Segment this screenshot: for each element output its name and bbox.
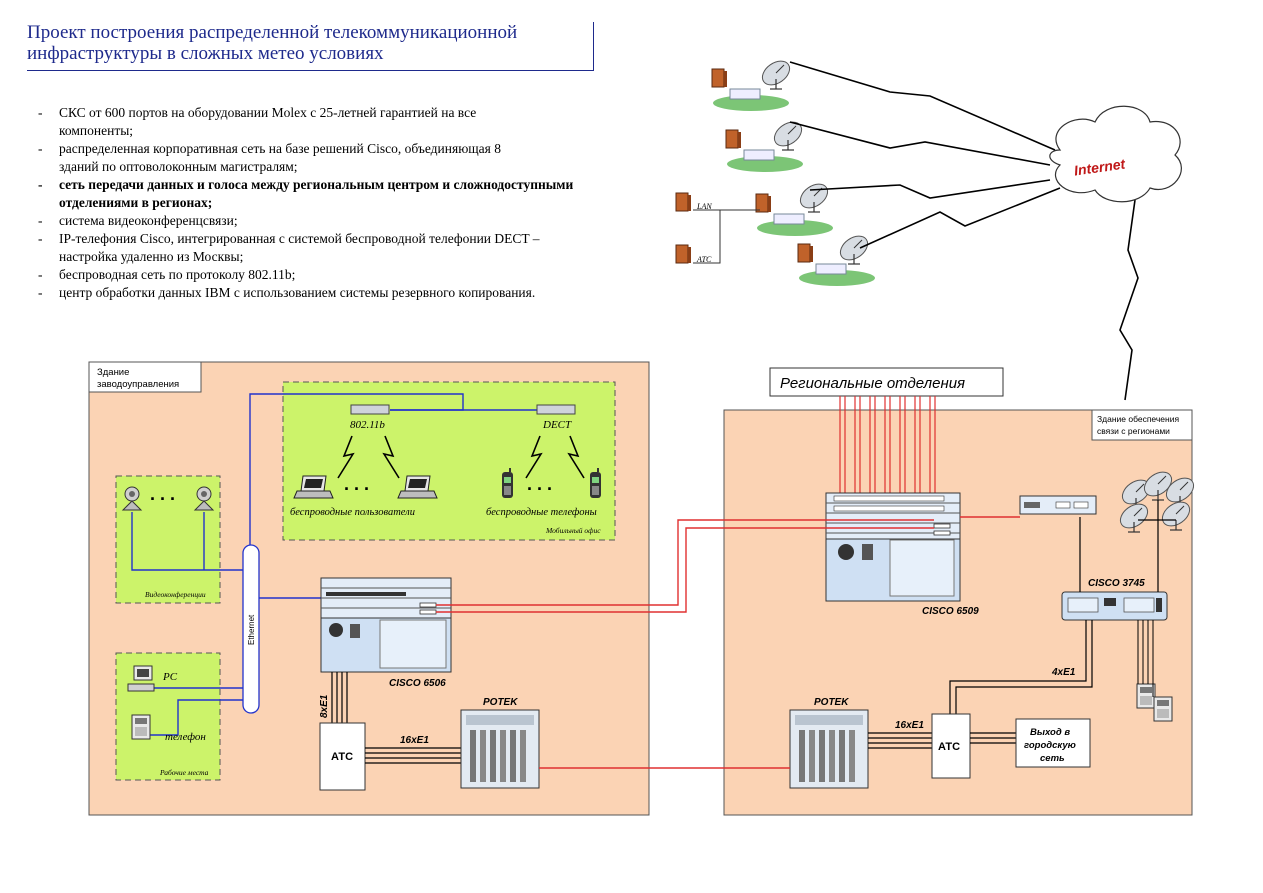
ethernet-label: Ethernet: [247, 614, 256, 645]
potek-mux-left: [460, 709, 540, 789]
building-left: Здание заводоуправления Мобильный офис В…: [88, 361, 650, 816]
cellphone-icon: [501, 467, 514, 499]
city-network-exit: [1015, 718, 1091, 768]
feature-item-line-1: центр обработки данных IBM с использован…: [59, 285, 536, 300]
remote-lan-label: LAN: [696, 202, 712, 211]
wifi-access-point-icon: [350, 404, 390, 415]
feature-item-line-1: СКС от 600 портов на оборудовании Molex …: [59, 105, 477, 120]
dect-base-icon: [536, 404, 576, 415]
atc-left-label: АТС: [331, 751, 353, 763]
building-left-label-2: заводоуправления: [97, 379, 179, 390]
wireless-users-label: беспроводные пользователи: [290, 507, 415, 518]
title-line-2: инфраструктуры в сложных метео условиях: [27, 43, 384, 64]
atc-box-right: [931, 713, 971, 779]
exit-line-1: Выход в: [1030, 727, 1070, 738]
pc-icon: [127, 665, 155, 692]
exit-line-2: городскую: [1024, 740, 1076, 751]
dect-label: DECT: [542, 419, 572, 431]
feature-item: беспроводная сеть по протоколу 802.11b;: [36, 266, 656, 284]
page-title: Проект построения распределенной телеком…: [27, 22, 594, 71]
internet-label: Internet: [1073, 155, 1127, 178]
cisco-6509-label: CISCO 6509: [922, 606, 979, 617]
cisco-3745-router: [1061, 591, 1168, 621]
cisco-6506-switch: [320, 577, 452, 673]
wifi-label: 802.11b: [350, 419, 385, 431]
inter-building-links: [436, 519, 934, 769]
building-left-label-1: Здание: [97, 367, 129, 378]
feature-item-line-1: беспроводная сеть по протоколу 802.11b;: [59, 267, 296, 282]
internet-cloud: Internet: [1049, 105, 1182, 203]
feature-item: СКС от 600 портов на оборудовании Molex …: [36, 104, 656, 140]
building-right: Здание обеспечения связи с регионами Рег…: [723, 367, 1199, 816]
e1-16-right-label: 16xE1: [895, 720, 924, 731]
feature-item-line-2: настройка удаленно из Москвы;: [59, 249, 244, 264]
phone-icon: [1153, 696, 1173, 722]
comm-building-label-1: Здание обеспечения: [1097, 414, 1179, 424]
pc-label: PC: [162, 671, 178, 683]
feature-item: IP-телефония Cisco, интегрированная с си…: [36, 230, 656, 266]
feature-item: сеть передачи данных и голоса между реги…: [36, 176, 656, 212]
phone-icon: [131, 714, 151, 740]
phone-label: телефон: [165, 731, 206, 743]
exit-line-3: сеть: [1040, 753, 1065, 764]
comm-building-label-2: связи с регионами: [1097, 426, 1170, 436]
feature-item-line-1: сеть передачи данных и голоса между реги…: [59, 177, 574, 192]
e1-4-label: 4xE1: [1051, 667, 1076, 678]
workplaces-label: Рабочие места: [159, 768, 209, 777]
e1-8-label: 8xE1: [319, 694, 330, 718]
remote-sites: LAN ATC: [675, 55, 875, 286]
satellite-links: [789, 61, 1139, 401]
regional-offices-label: Региональные отделения: [780, 375, 965, 392]
cellphone-icon: [589, 467, 602, 499]
feature-item-line-1: IP-телефония Cisco, интегрированная с си…: [59, 231, 540, 246]
title-line-1: Проект построения распределенной телеком…: [27, 22, 518, 43]
atc-right-label: АТС: [938, 741, 960, 753]
phone-icon: [1136, 683, 1156, 709]
feature-item-line-2: отделениями в регионах;: [59, 195, 213, 210]
feature-item-line-1: система видеоконференцсвязи;: [59, 213, 238, 228]
feature-item-line-2: зданий по оптоволоконным магистралям;: [59, 159, 298, 174]
svg-text:. . .: . . .: [150, 484, 175, 504]
potek-right-label: POTEK: [814, 697, 849, 708]
video-conf-label: Видеоконференции: [145, 590, 206, 599]
atc-box-left: [319, 722, 366, 791]
e1-16-left-label: 16xE1: [400, 735, 429, 746]
feature-item-line-2: компоненты;: [59, 123, 134, 138]
feature-item: распределенная корпоративная сеть на баз…: [36, 140, 656, 176]
feature-item: система видеоконференцсвязи;: [36, 212, 656, 230]
feature-item: центр обработки данных IBM с использован…: [36, 284, 656, 302]
remote-atc-label: ATC: [696, 255, 712, 264]
cisco-3745-label: CISCO 3745: [1088, 578, 1145, 589]
svg-text:. . .: . . .: [527, 474, 552, 494]
potek-mux-right: [789, 709, 869, 789]
svg-text:. . .: . . .: [344, 474, 369, 494]
cisco-6506-label: CISCO 6506: [389, 678, 446, 689]
feature-list: СКС от 600 портов на оборудовании Molex …: [36, 104, 656, 302]
feature-item-line-1: распределенная корпоративная сеть на баз…: [59, 141, 501, 156]
potek-left-label: POTEK: [483, 697, 518, 708]
cisco-6509-switch: [825, 492, 961, 602]
mobile-office-label: Мобильный офис: [545, 526, 601, 535]
edge-switch: [1019, 495, 1097, 515]
wireless-phones-label: беспроводные телефоны: [486, 507, 597, 518]
